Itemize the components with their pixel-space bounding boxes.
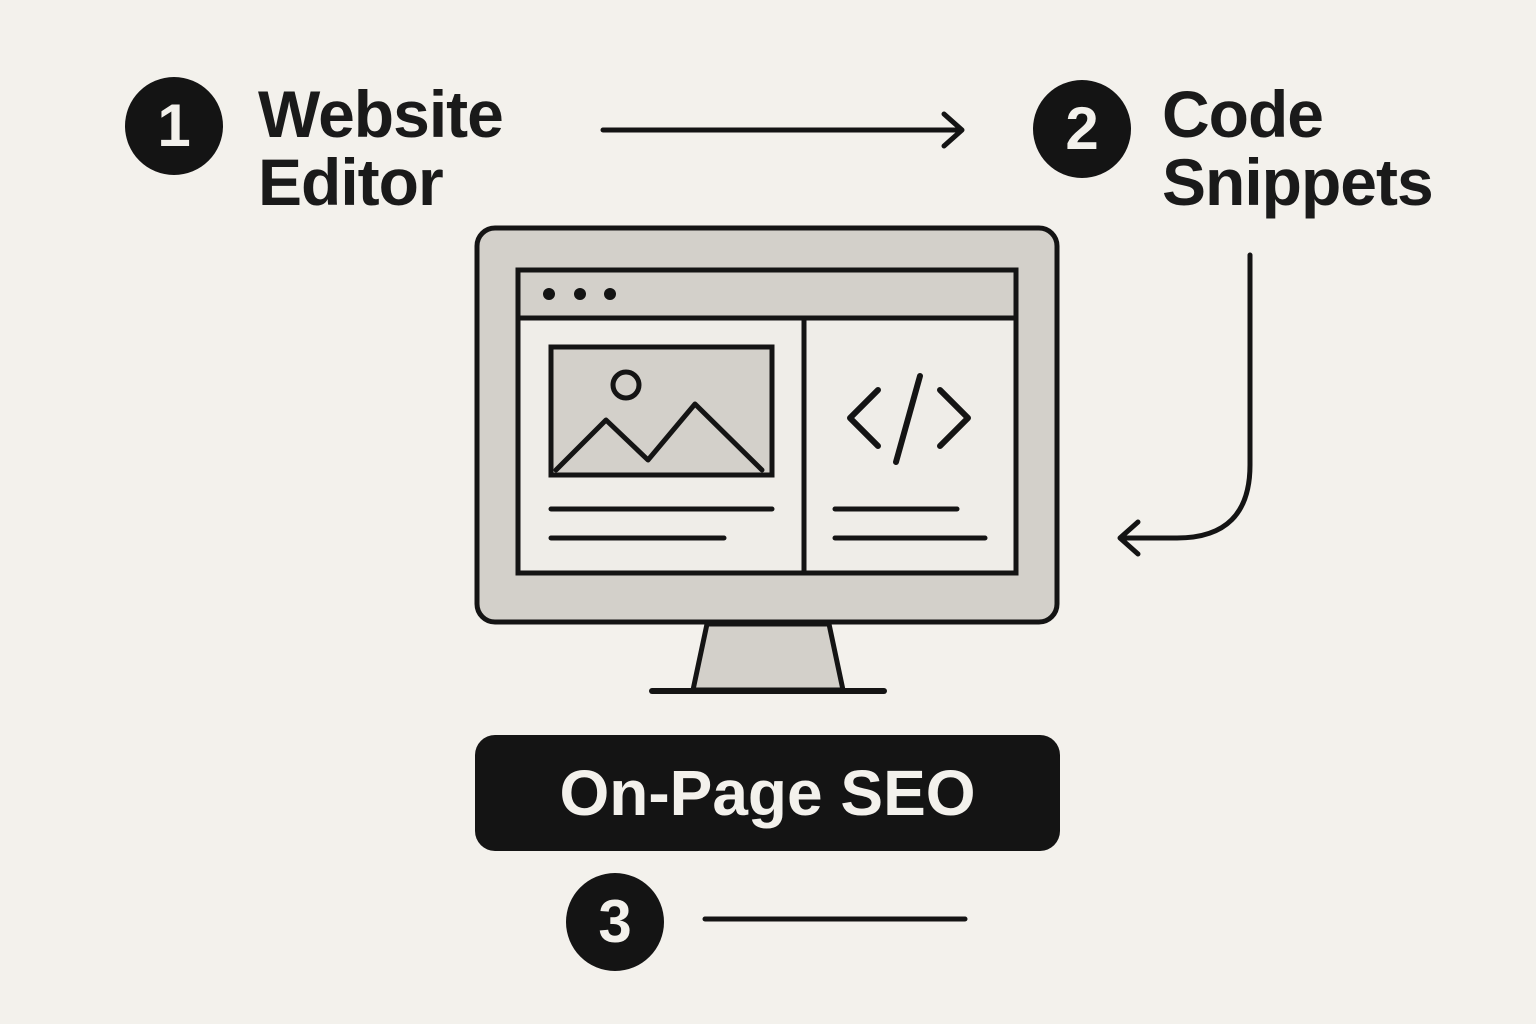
monitor-icon (474, 225, 1060, 694)
on-page-seo-label: On-Page SEO (475, 735, 1060, 851)
code-brackets-icon (847, 373, 971, 465)
step-1-badge: 1 (125, 77, 223, 175)
monitor-stand (690, 621, 846, 693)
arrow-snippets-to-monitor (1117, 252, 1253, 557)
step-2-label-line1: Code (1162, 77, 1324, 151)
window-dots-icon (543, 288, 616, 300)
step-2-label-line2: Snippets (1162, 145, 1434, 219)
step-2-label: Code Snippets (1162, 77, 1434, 219)
step-2-badge: 2 (1033, 80, 1131, 178)
image-placeholder-icon (548, 344, 775, 478)
arrow-editor-to-snippets (600, 111, 965, 149)
step-1-label-line2: Editor (258, 145, 444, 219)
step-3-badge: 3 (566, 873, 664, 971)
step-1-label: Website Editor (258, 77, 504, 219)
browser-titlebar (515, 267, 1019, 321)
step-1-label-line1: Website (258, 77, 504, 151)
